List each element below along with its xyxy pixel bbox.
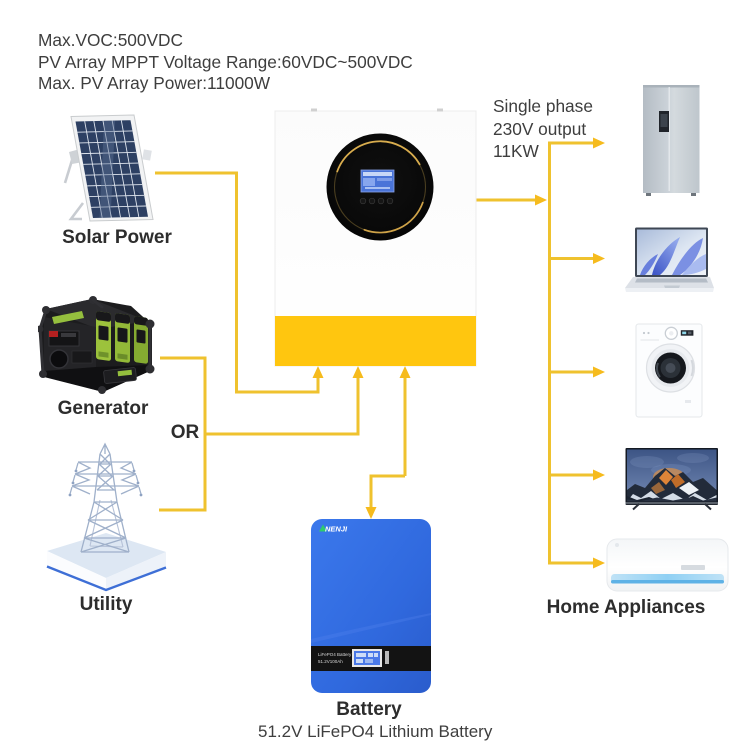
- svg-text:51.2V100Ah: 51.2V100Ah: [318, 659, 343, 664]
- svg-text:NENJI: NENJI: [325, 525, 348, 534]
- svg-text:LiFePO4 Battery: LiFePO4 Battery: [318, 652, 352, 657]
